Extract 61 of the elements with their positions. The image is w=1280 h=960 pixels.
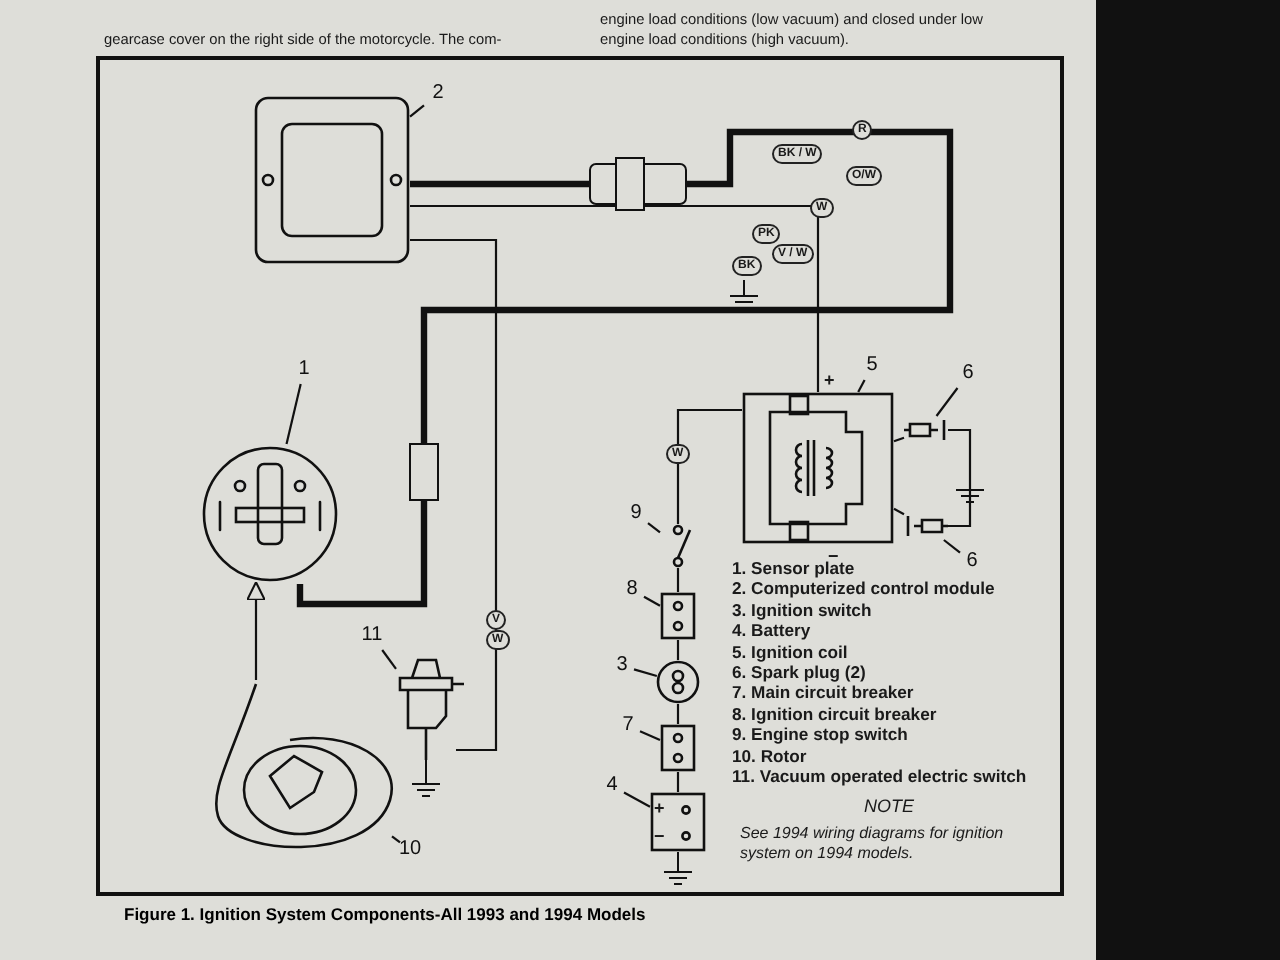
spark-plug-symbol [904,416,948,444]
key-item: 4. Battery [732,620,811,641]
note-text: See 1994 wiring diagrams for ignition system on 1994 models. [740,824,1006,864]
wire [296,128,954,608]
note-heading: NOTE [864,796,915,816]
callout-number: 11 [356,622,388,650]
callout-number: 8 [620,576,644,604]
leader-line [391,835,401,844]
key-item: 2. Computerized control module [732,578,995,599]
arrow [246,581,266,680]
key-item: 3. Ignition switch [732,599,872,620]
wire [676,772,680,792]
ignition-coil-symbol [742,392,894,544]
leader-line [381,649,397,670]
callout-number: 4 [600,772,624,800]
callout-number: 7 [616,712,640,740]
wire [676,408,742,524]
wire [676,704,680,724]
leader-line [633,668,658,677]
wire [676,568,680,592]
callout-number: 9 [624,500,648,528]
leader-line [623,791,651,808]
leader-line [643,595,661,607]
ignition-switch-symbol [656,660,700,704]
callout-number: 10 [392,836,428,864]
figure-caption: Figure 1. Ignition System Components-All 1993 and 1994 Models [124,904,646,924]
callout-number: 5 [860,352,884,380]
leader-line [857,379,866,393]
leader-line [935,387,959,417]
wire [893,507,905,516]
key-item: 7. Main circuit breaker [732,682,914,703]
circuit-breaker-symbol [660,724,696,772]
callout-number: 1 [290,356,318,384]
sensor-plate-drawing [200,444,340,584]
leader-line [409,104,425,118]
key-item: 11. Vacuum operated electric switch [732,766,1027,786]
polarity-sign: + [824,372,835,390]
key-item: 9. Engine stop switch [732,724,908,745]
wire [893,436,905,443]
battery-symbol [650,792,706,852]
polarity-sign: − [654,828,665,846]
key-item: 10. Rotor [732,745,807,766]
key-item: 8. Ignition circuit breaker [732,703,937,724]
callout-number: 3 [610,652,634,680]
wire [410,238,498,752]
key-item: 6. Spark plug (2) [732,662,866,682]
wire [948,428,972,528]
wire [676,640,680,660]
callout-number: 6 [956,360,980,388]
control-module-box [254,96,410,264]
leader-line [943,539,961,554]
wire [410,204,820,392]
spark-plug-symbol [904,512,948,540]
key-item: 5. Ignition coil [732,641,848,662]
polarity-sign: + [654,800,665,818]
callout-number: 2 [424,80,452,108]
callout-number: 6 [960,548,984,576]
leader-line [639,730,661,742]
circuit-breaker-symbol [660,592,696,640]
leader-line [285,383,302,445]
leader-line [647,522,661,534]
